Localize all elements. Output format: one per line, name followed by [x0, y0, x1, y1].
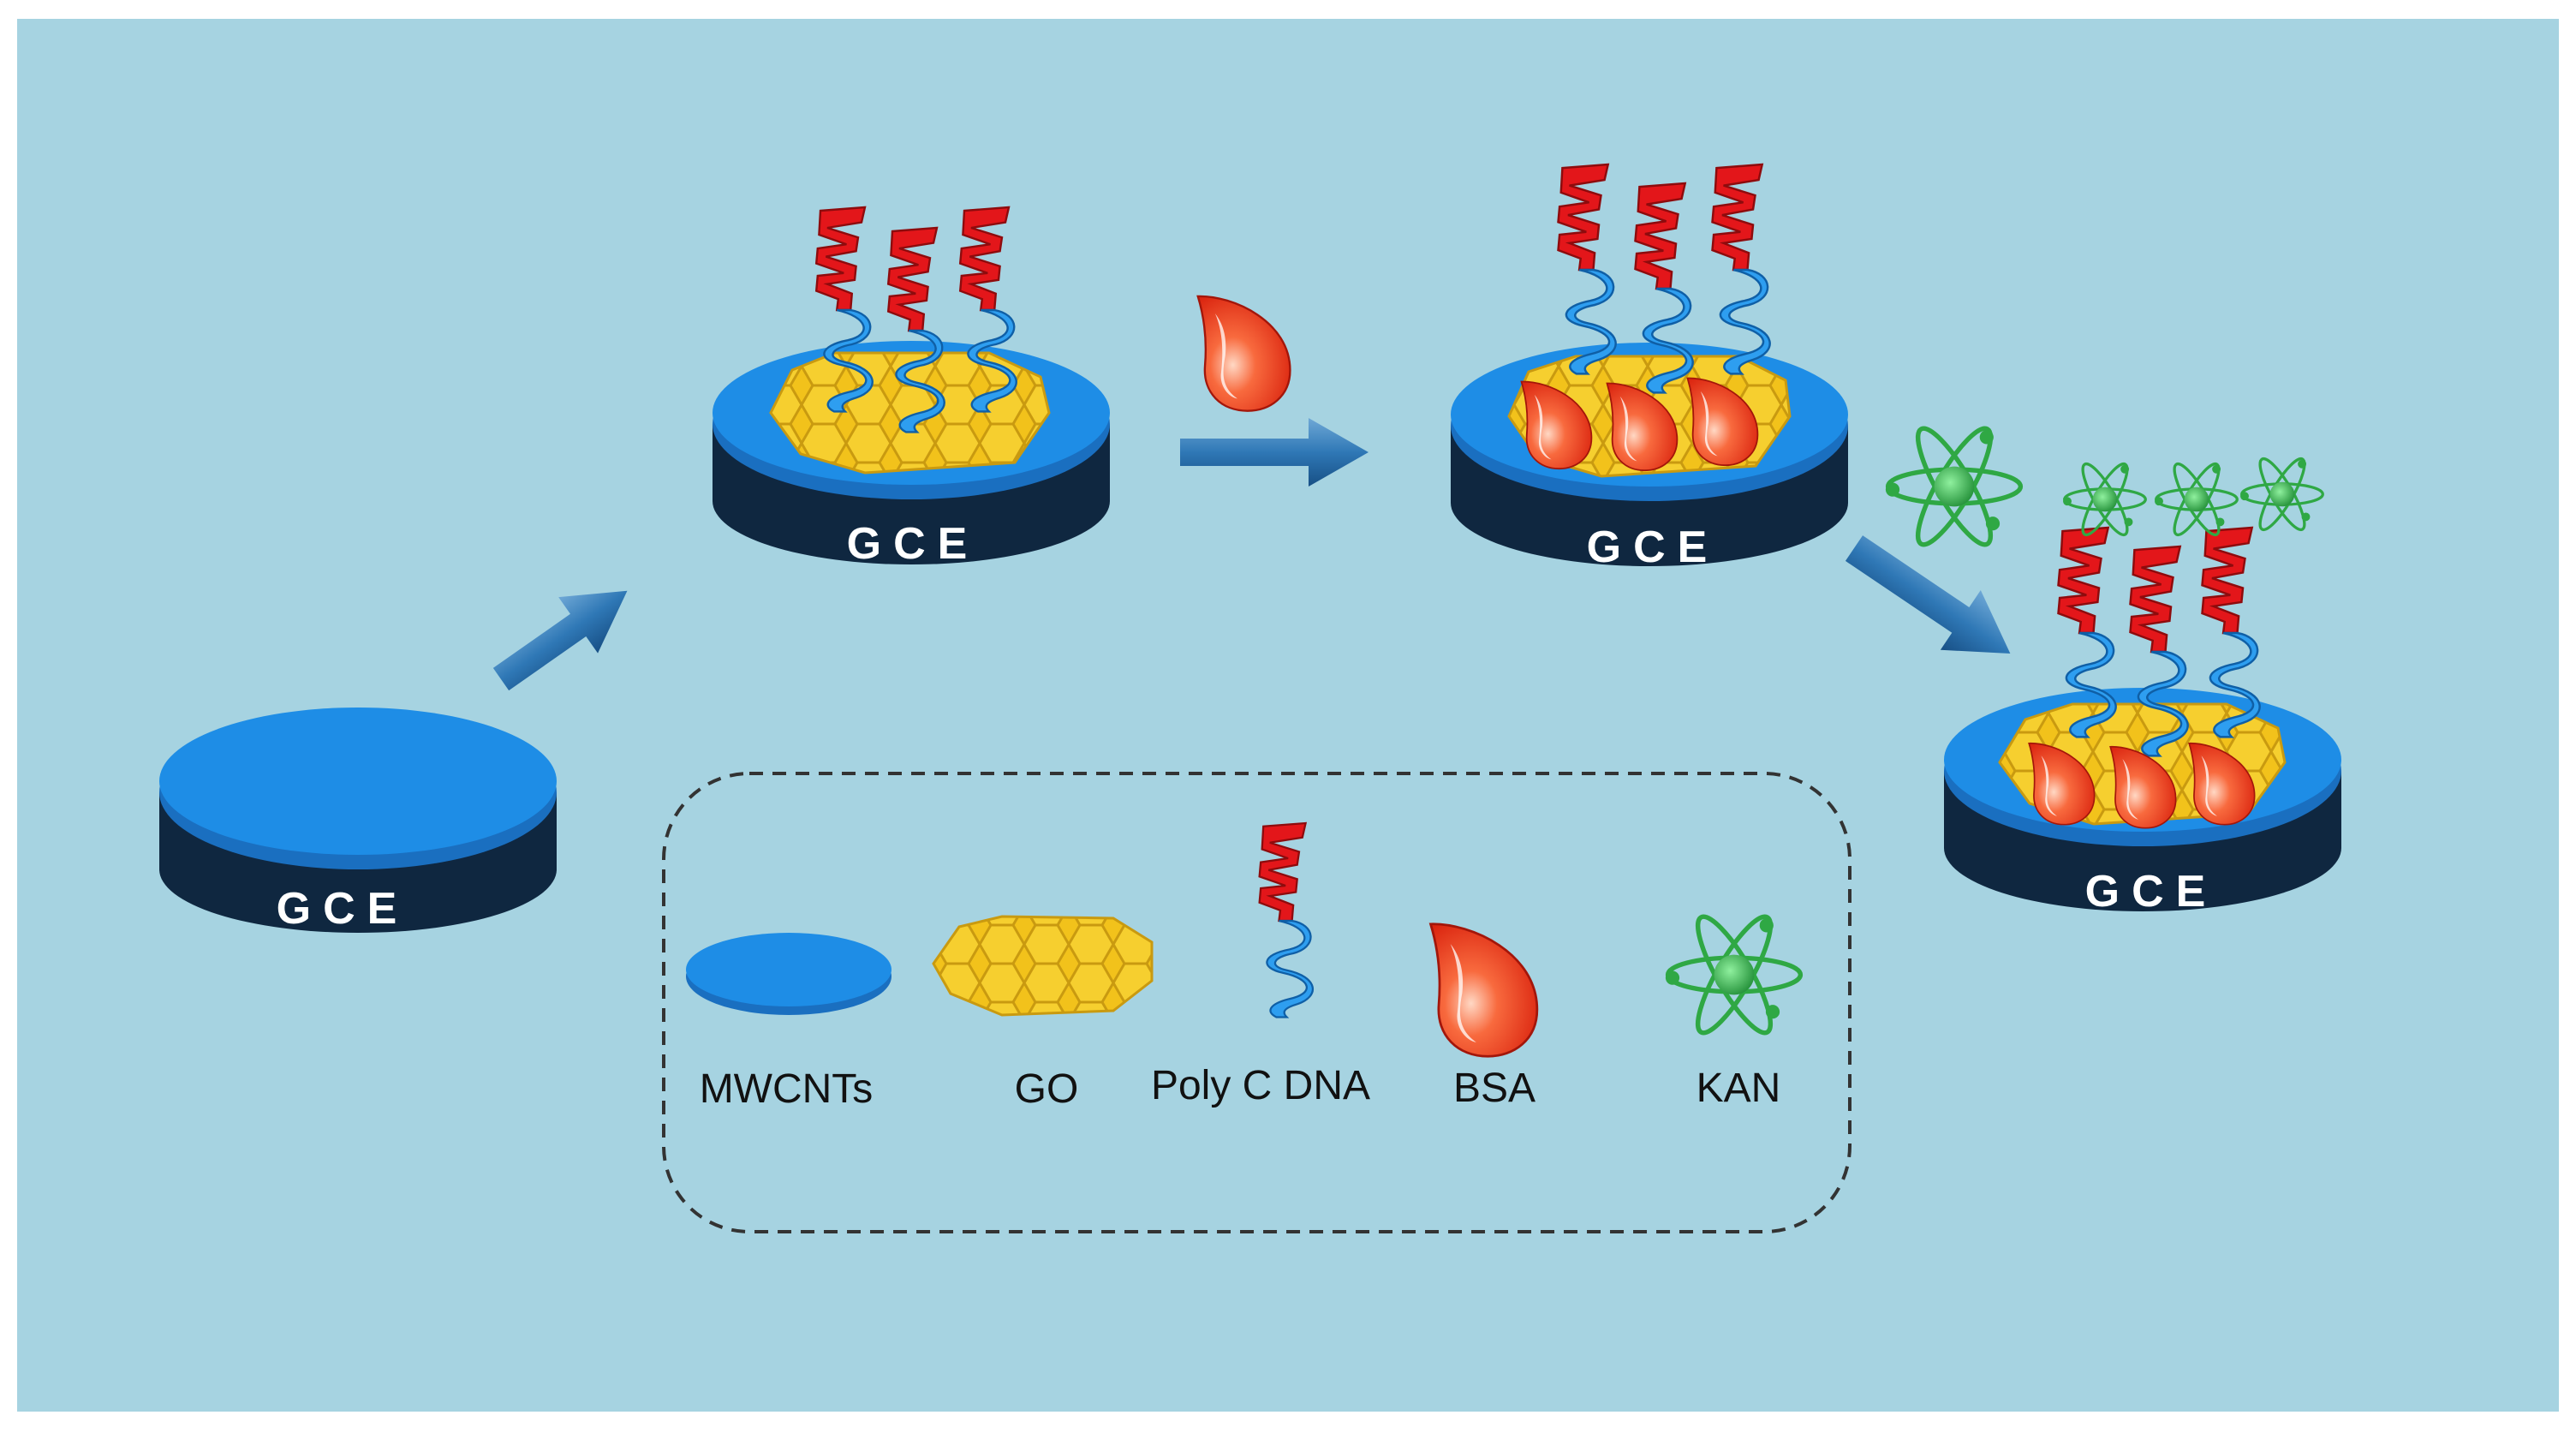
- mwcnt-disk-icon: [686, 933, 891, 1015]
- legend: MWCNTs GO Poly C DNA BSA KAN: [662, 772, 1852, 1233]
- legend-label-go: GO: [1015, 1066, 1079, 1112]
- arrow-step-1: [492, 590, 628, 691]
- electrode-1-label: GCE: [277, 884, 409, 934]
- electrode-2-label: GCE: [847, 519, 980, 569]
- legend-label-mwcnts: MWCNTs: [700, 1066, 874, 1112]
- electrode-2: GCE: [713, 206, 1110, 569]
- electrode-1: GCE: [159, 708, 557, 934]
- legend-label-dna: Poly C DNA: [1151, 1063, 1370, 1108]
- graphene-oxide-icon: [932, 915, 1154, 1017]
- electrode-3: GCE: [1451, 163, 1848, 572]
- graphene-oxide-layer: [769, 351, 1051, 475]
- electrode-4-label: GCE: [2085, 867, 2218, 917]
- arrow-step-3: [1845, 535, 2011, 654]
- arrow-step-2: [1180, 418, 1368, 487]
- legend-label-kan: KAN: [1696, 1066, 1781, 1111]
- electrode-3-label: GCE: [1587, 522, 1720, 572]
- electrode-4: GCE: [1944, 452, 2341, 917]
- legend-label-bsa: BSA: [1453, 1066, 1535, 1111]
